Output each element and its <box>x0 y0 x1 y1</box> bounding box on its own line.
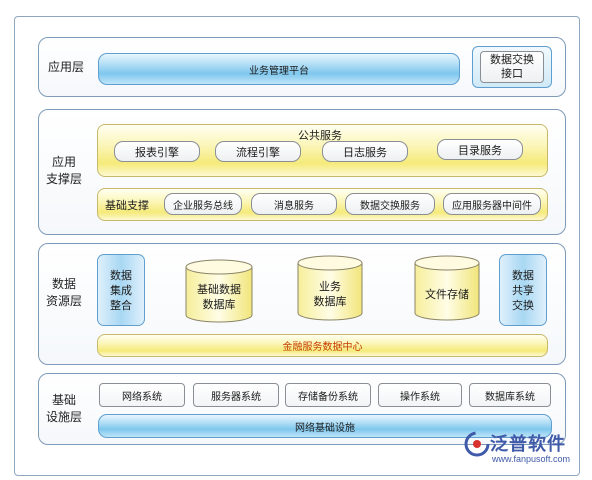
directory-service-item: 目录服务 <box>437 139 523 160</box>
business-database-cylinder: 业务 数据库 <box>297 255 363 321</box>
logo-url: www.fanpusoft.com <box>492 454 571 464</box>
log-service-item: 日志服务 <box>322 141 408 162</box>
financial-data-center-bar: 金融服务数据中心 <box>97 334 548 357</box>
application-layer-label: 应用层 <box>48 60 85 74</box>
data-exchange-service-item: 数据交换服务 <box>345 193 435 215</box>
business-database-label: 业务 数据库 <box>313 280 347 308</box>
financial-data-center-label: 金融服务数据中心 <box>282 342 363 353</box>
data-integration-box: 数据 集成 整合 <box>97 254 145 326</box>
fanpu-logo: 泛普软件 www.fanpusoft.com <box>462 430 584 474</box>
operating-system-item: 操作系统 <box>378 383 462 407</box>
report-engine-item: 报表引擎 <box>114 141 200 162</box>
database-icon <box>414 255 480 321</box>
public-services-title: 公共服务 <box>298 129 342 142</box>
file-storage-cylinder: 文件存储 <box>414 255 480 321</box>
basic-support-title: 基础支撑 <box>105 199 149 212</box>
data-exchange-interface-box: 数据交换 接口 <box>480 51 544 83</box>
network-infrastructure-bar: 网络基础设施 <box>98 414 552 438</box>
database-icon <box>185 259 253 323</box>
data-sharing-box: 数据 共享 交换 <box>499 254 547 326</box>
support-layer-label: 应用 支撑层 <box>46 155 83 186</box>
logo-name: 泛普软件 <box>490 434 566 455</box>
message-service-item: 消息服务 <box>251 193 337 215</box>
enterprise-service-bus-item: 企业服务总线 <box>164 193 242 215</box>
data-exchange-interface: 数据交换 接口 <box>472 46 552 88</box>
workflow-engine-item: 流程引擎 <box>215 141 301 162</box>
network-system-item: 网络系统 <box>99 383 185 407</box>
database-system-item: 数据库系统 <box>469 383 551 407</box>
data-resource-layer-label: 数据 资源层 <box>46 277 83 308</box>
app-server-middleware-item: 应用服务器中间件 <box>443 193 541 215</box>
server-system-item: 服务器系统 <box>193 383 279 407</box>
file-storage-label: 文件存储 <box>425 287 469 301</box>
business-management-platform: 业务管理平台 <box>98 53 460 85</box>
basic-database-label: 基础数据 数据库 <box>197 283 241 311</box>
infrastructure-layer-label: 基础 设施层 <box>46 393 83 424</box>
fanpu-logo-icon <box>464 431 490 457</box>
basic-database-cylinder: 基础数据 数据库 <box>185 259 253 323</box>
database-icon <box>297 255 363 321</box>
storage-backup-system-item: 存储备份系统 <box>285 383 371 407</box>
